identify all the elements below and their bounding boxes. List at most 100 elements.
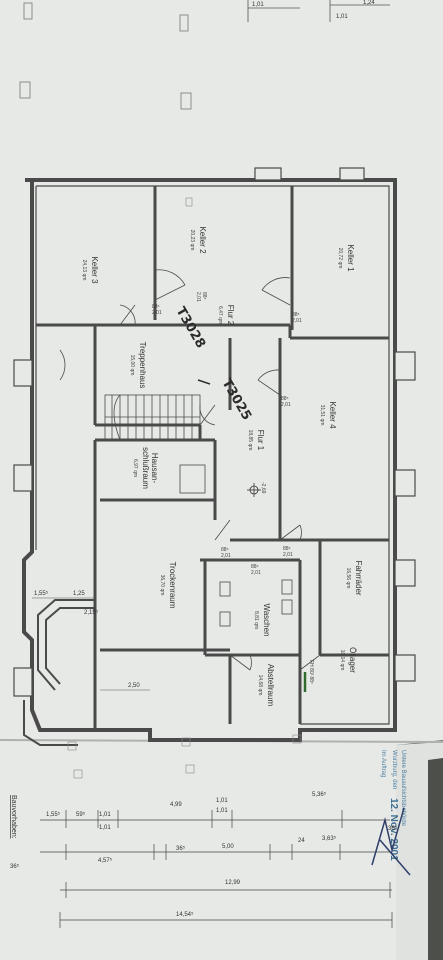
svg-text:88⁵: 88⁵: [251, 564, 259, 570]
window-bays: [13, 167, 416, 697]
staircase: [104, 394, 201, 441]
dim-row1-6: 5,36⁵: [312, 791, 327, 798]
room-flur-1: Flur 1 18,85 qm: [247, 430, 265, 451]
svg-text:24,13 qm: 24,13 qm: [81, 260, 87, 281]
svg-text:FH 80/ 88⁵: FH 80/ 88⁵: [308, 660, 314, 684]
fire-door-label: FH 80/ 88⁵: [308, 660, 314, 684]
dim-row1-4: 4,99: [170, 802, 182, 808]
room-flur-2: Flur 2 6,47 qm: [217, 305, 235, 326]
signature: [371, 807, 411, 876]
dim-row2-2: 36⁵: [176, 845, 186, 852]
dim-left-1: 1,55⁵: [34, 590, 49, 597]
svg-text:88⁵: 88⁵: [283, 546, 291, 552]
svg-text:Hausan-: Hausan-: [150, 453, 159, 484]
dim-row4: 14,54⁵: [176, 911, 194, 918]
svg-text:Treppenhaus: Treppenhaus: [138, 342, 147, 389]
svg-text:6,97 qm: 6,97 qm: [132, 459, 138, 477]
room-fahrraeder: Fahrräder 16,56 qm: [345, 560, 363, 595]
room-oellager: Öllager 10,14 qm: [339, 647, 357, 673]
dim-left-2: 1,25: [73, 591, 85, 597]
svg-text:Abstellraum: Abstellraum: [266, 664, 275, 707]
svg-text:schlußraum: schlußraum: [141, 447, 150, 489]
dim-left-3: 2,15⁵: [84, 609, 99, 616]
svg-text:88⁵: 88⁵: [152, 304, 160, 310]
room-keller-2: Keller 2 20,23 qm: [189, 226, 207, 254]
table-surface: [428, 758, 443, 960]
survey-marks: [67, 197, 302, 779]
svg-text:20,72 qm: 20,72 qm: [337, 248, 343, 269]
outer-wall-inner-line: [35, 185, 390, 725]
door-swings: [59, 269, 321, 671]
level-mark-text: -2,69: [260, 482, 266, 494]
svg-text:2,01: 2,01: [281, 402, 291, 408]
washroom-fixtures: [219, 579, 293, 627]
dim-row2-4: 24: [298, 838, 305, 844]
bauvorhaben-label: Bauvorhaben:: [10, 795, 17, 839]
dim-row2-6: 36⁵: [388, 825, 398, 832]
svg-text:Keller 3: Keller 3: [90, 256, 99, 284]
svg-text:Öllager: Öllager: [348, 647, 357, 673]
dim-row1-3: 1,01: [99, 812, 111, 818]
dim-top-2: 1,24: [363, 0, 375, 6]
dim-row2-1: 4,57⁵: [98, 857, 113, 864]
room-hausanschluss: Hausan- schlußraum 6,97 qm: [132, 447, 159, 489]
svg-text:88⁵: 88⁵: [281, 396, 289, 402]
svg-text:88⁵: 88⁵: [221, 547, 229, 553]
dim-left-4: 2,50: [128, 683, 140, 689]
svg-text:2,01: 2,01: [251, 570, 261, 576]
room-trockenraum: Trockenraum 36,70 qm: [159, 562, 177, 609]
room-keller-1: Keller 1 20,72 qm: [337, 244, 355, 272]
svg-text:-2,69: -2,69: [260, 482, 266, 494]
svg-text:Untere Bauaufsichtsbehörde: Untere Bauaufsichtsbehörde: [400, 750, 406, 827]
dim-row1-2: 59⁵: [76, 811, 86, 818]
svg-text:Wurzburg, den: Wurzburg, den: [391, 750, 397, 789]
svg-text:Fahrräder: Fahrräder: [354, 560, 363, 595]
top-margin: [19, 0, 390, 110]
svg-text:12. Nov. 2001: 12. Nov. 2001: [388, 798, 399, 861]
svg-text:88⁵: 88⁵: [201, 292, 207, 300]
svg-text:14,68 qm: 14,68 qm: [257, 675, 263, 696]
level-mark: [247, 483, 261, 497]
dim-row1-sub-1: 1,01: [99, 825, 111, 831]
svg-text:16,56 qm: 16,56 qm: [345, 568, 351, 589]
dim-top-1: 1,01: [252, 2, 264, 8]
room-abstellraum: Abstellraum 14,68 qm: [257, 664, 275, 707]
svg-text:2,01: 2,01: [283, 552, 293, 558]
svg-text:10,14 qm: 10,14 qm: [339, 650, 345, 671]
svg-text:8,81 qm: 8,81 qm: [253, 611, 259, 629]
svg-text:6,47 qm: 6,47 qm: [217, 306, 223, 324]
dim-row3: 12,99: [225, 880, 241, 886]
room-keller-3: Keller 3 24,13 qm: [81, 256, 99, 284]
svg-text:Im Auftrag: Im Auftrag: [380, 750, 386, 777]
dim-row1-1: 1,55⁵: [46, 811, 61, 818]
corner-oriel: [23, 700, 78, 746]
dim-row1-sub-2: 1,01: [216, 808, 228, 814]
svg-text:36,70 qm: 36,70 qm: [159, 575, 165, 596]
svg-text:Flur 2: Flur 2: [226, 305, 235, 326]
svg-text:Keller 4: Keller 4: [328, 401, 337, 429]
svg-text:Waschen: Waschen: [262, 603, 271, 636]
svg-text:88⁵: 88⁵: [292, 312, 300, 318]
dim-top-3: 1,01: [336, 14, 348, 20]
svg-text:18,85 qm: 18,85 qm: [247, 430, 253, 451]
room-waschen: Waschen 8,81 qm: [253, 603, 271, 636]
svg-text:Keller 1: Keller 1: [346, 244, 355, 272]
svg-text:2,01: 2,01: [152, 310, 162, 316]
handwritten-stroke: [197, 379, 211, 385]
dim-left-36: 36⁵: [10, 863, 20, 870]
svg-text:2,01: 2,01: [292, 318, 302, 324]
svg-text:15,00 qm: 15,00 qm: [129, 355, 135, 376]
svg-text:Bauvorhaben:: Bauvorhaben:: [10, 795, 17, 839]
svg-text:20,23 qm: 20,23 qm: [189, 230, 195, 251]
svg-text:2,01: 2,01: [221, 553, 231, 559]
dim-row2-5: 3,63⁵: [322, 835, 337, 842]
bay-window: [37, 599, 95, 691]
